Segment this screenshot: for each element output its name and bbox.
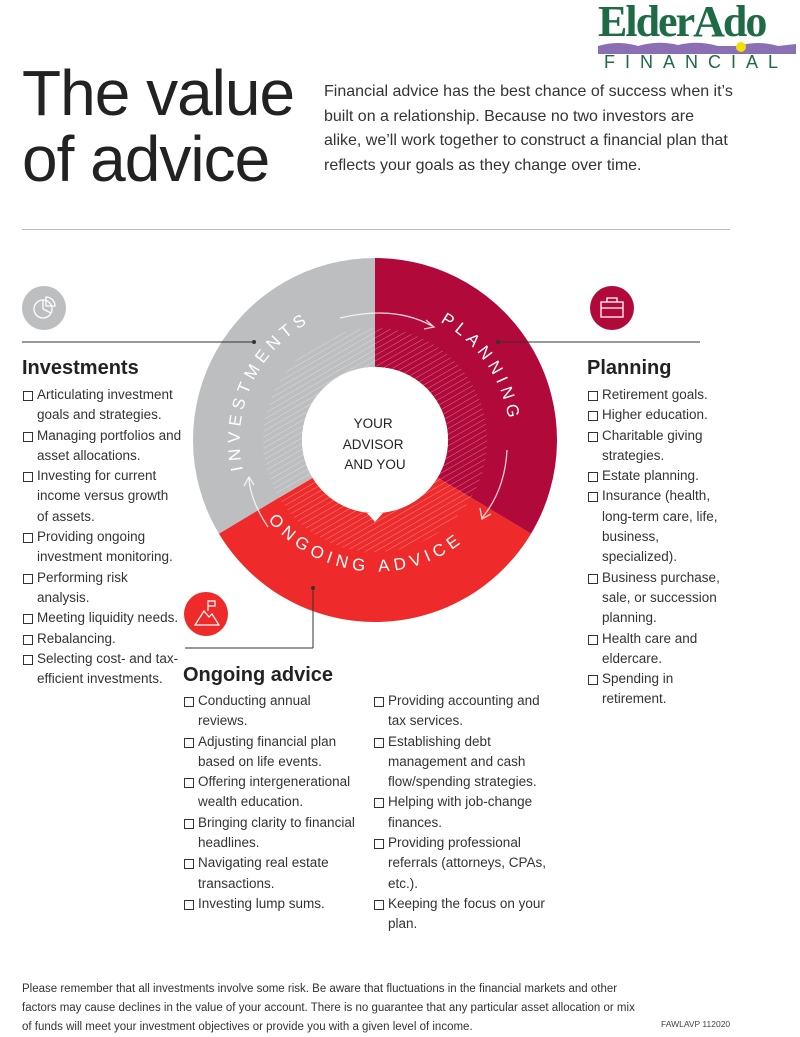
leader-lines xyxy=(22,341,700,649)
ongoing-heading: Ongoing advice xyxy=(183,664,334,686)
pie-chart-icon xyxy=(22,286,66,330)
list-item: Performing risk analysis. xyxy=(22,568,182,609)
list-item: Spending in retirement. xyxy=(587,669,732,710)
list-item: Navigating real estate transactions. xyxy=(183,853,363,894)
title-line-2: of advice xyxy=(22,123,270,195)
list-item: Providing professional referrals (attorn… xyxy=(373,833,553,894)
disclaimer: Please remember that all investments inv… xyxy=(22,983,635,1033)
briefcase-icon xyxy=(590,286,634,330)
list-item: Providing accounting and tax services. xyxy=(373,691,553,732)
list-item: Adjusting financial plan based on life e… xyxy=(183,732,363,773)
list-item: Selecting cost- and tax-efficient invest… xyxy=(22,649,182,690)
list-item: Conducting annual reviews. xyxy=(183,691,363,732)
list-item: Establishing debt management and cash fl… xyxy=(373,732,553,793)
list-item: Providing ongoing investment monitoring. xyxy=(22,527,182,568)
intro-text: Financial advice has the best chance of … xyxy=(324,83,733,174)
divider xyxy=(22,229,730,230)
page-title: The value of advice xyxy=(22,57,295,195)
center-text-2: ADVISOR xyxy=(343,437,404,452)
investments-heading: Investments xyxy=(22,357,139,379)
list-item: Meeting liquidity needs. xyxy=(22,608,182,628)
ongoing-list-1: Conducting annual reviews.Adjusting fina… xyxy=(183,691,363,914)
list-item: Helping with job-change finances. xyxy=(373,792,553,833)
center-circle xyxy=(302,367,448,513)
list-item: Articulating investment goals and strate… xyxy=(22,385,182,426)
list-item: Managing portfolios and asset allocation… xyxy=(22,426,182,467)
list-item: Insurance (health, long-term care, life,… xyxy=(587,486,732,567)
list-item: Retirement goals. xyxy=(587,385,732,405)
elderado-logo: ElderAdo FINANCIAL xyxy=(598,0,796,72)
list-item: Charitable giving strategies. xyxy=(587,426,732,467)
document-code: FAWLAVP 112020 xyxy=(661,1019,731,1029)
list-item: Higher education. xyxy=(587,405,732,425)
hills-graphic xyxy=(598,42,796,54)
mountain-flag-icon xyxy=(184,592,228,636)
list-item: Business purchase, sale, or succession p… xyxy=(587,568,732,629)
planning-heading: Planning xyxy=(587,357,672,379)
ongoing-list-2: Providing accounting and tax services.Es… xyxy=(373,691,553,935)
list-item: Estate planning. xyxy=(587,466,732,486)
investments-list: Articulating investment goals and strate… xyxy=(22,385,182,689)
planning-list: Retirement goals.Higher education.Charit… xyxy=(587,385,732,710)
list-item: Rebalancing. xyxy=(22,629,182,649)
list-item: Offering intergenerational wealth educat… xyxy=(183,772,363,813)
list-item: Keeping the focus on your plan. xyxy=(373,894,553,935)
title-line-1: The value xyxy=(22,57,295,129)
svg-text:YOUR ADVISOR AND YOU: YOUR ADVISOR AND YOU xyxy=(343,416,408,472)
list-item: Investing for current income versus grow… xyxy=(22,466,182,527)
logo-sub: FINANCIAL xyxy=(604,52,789,72)
list-item: Investing lump sums. xyxy=(183,894,363,914)
list-item: Health care and eldercare. xyxy=(587,629,732,670)
center-text-3: AND YOU xyxy=(344,457,405,472)
center-text-1: YOUR xyxy=(354,416,393,431)
list-item: Bringing clarity to financial headlines. xyxy=(183,813,363,854)
cycle-arrows xyxy=(243,312,508,528)
logo-name: ElderAdo xyxy=(598,0,767,46)
